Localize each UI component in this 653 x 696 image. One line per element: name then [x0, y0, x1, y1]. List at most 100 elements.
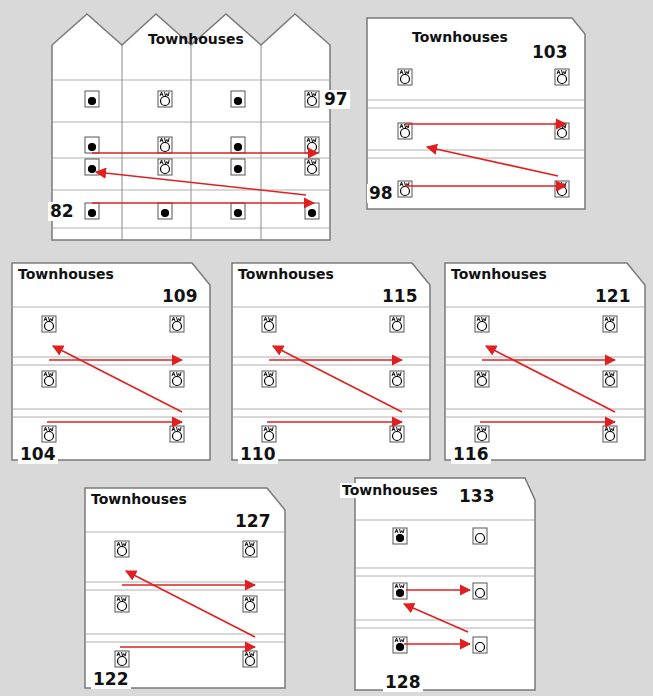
sequence-arrow	[122, 584, 255, 586]
floor-line	[86, 642, 284, 643]
floor-line	[86, 634, 284, 635]
unit-number: 115	[380, 287, 420, 306]
window-symbol	[158, 203, 172, 219]
window-symbol	[243, 651, 257, 667]
floor-line	[233, 357, 429, 358]
window-symbol	[262, 371, 276, 387]
window-symbol	[305, 203, 319, 219]
window-symbol	[603, 371, 617, 387]
aw-mark	[117, 652, 126, 656]
window-symbol	[158, 137, 172, 153]
building-outline	[232, 263, 430, 460]
floor-line	[356, 568, 534, 569]
aw-mark	[160, 92, 169, 96]
window-symbol	[170, 371, 184, 387]
window-symbol	[555, 69, 569, 85]
building-title: Townhouses	[148, 32, 244, 47]
unit-number: 133	[457, 487, 497, 506]
townhouse-building	[12, 263, 210, 460]
aw-mark	[395, 529, 404, 533]
window-symbol	[555, 181, 569, 197]
window-symbol	[85, 137, 99, 153]
floor-line	[356, 628, 534, 629]
sequence-arrow	[92, 152, 318, 154]
sequence-arrow	[405, 185, 566, 187]
aw-mark	[44, 317, 53, 321]
aw-mark	[605, 372, 614, 376]
window-symbol	[85, 203, 99, 219]
window-symbol	[231, 91, 245, 107]
floor-line	[368, 108, 584, 109]
sequence-arrow	[269, 359, 402, 361]
unit-number: 110	[238, 445, 278, 464]
unit-number: 109	[160, 287, 200, 306]
aw-mark	[172, 427, 181, 431]
window-symbol	[390, 426, 404, 442]
window-symbol	[398, 69, 412, 85]
window-symbol	[243, 541, 257, 557]
aw-mark	[117, 542, 126, 546]
window-symbol	[398, 181, 412, 197]
aw-mark	[160, 160, 169, 164]
floor-line	[446, 357, 644, 358]
sequence-arrow	[273, 346, 402, 412]
townhouse-building	[232, 263, 430, 460]
sequence-arrow	[126, 571, 255, 637]
window-symbol	[393, 637, 407, 653]
aw-mark	[44, 372, 53, 376]
townhouse-building	[52, 14, 330, 240]
window-symbol	[231, 203, 245, 219]
aw-mark	[245, 542, 254, 546]
townhouse-block: Townhouses133128	[355, 475, 535, 690]
building-outline	[85, 488, 285, 688]
floor-line	[13, 409, 209, 410]
window-symbol	[42, 371, 56, 387]
aw-mark	[245, 652, 254, 656]
sequence-arrow	[53, 346, 182, 412]
sequence-arrow	[406, 589, 470, 591]
sequence-arrow	[120, 646, 255, 648]
window-symbol	[262, 426, 276, 442]
floor-line	[86, 582, 284, 583]
window-symbol	[243, 596, 257, 612]
sequence-arrow	[404, 643, 470, 645]
window-symbol	[85, 91, 99, 107]
aw-mark	[395, 638, 404, 642]
aw-mark	[400, 70, 409, 74]
unit-number: 121	[593, 287, 633, 306]
window-symbol	[398, 123, 412, 139]
window-symbol	[603, 316, 617, 332]
sequence-arrow	[49, 359, 182, 361]
building-title: Townhouses	[18, 267, 114, 282]
aw-mark	[477, 317, 486, 321]
window-symbol	[393, 528, 407, 544]
aw-mark	[264, 317, 273, 321]
unit-number: 122	[91, 670, 131, 689]
window-symbol	[305, 137, 319, 153]
floor-line	[368, 100, 584, 101]
townhouse-block: Townhouses121116	[445, 257, 645, 462]
unit-number: 103	[530, 43, 570, 62]
sequence-arrow	[92, 202, 314, 204]
window-symbol	[42, 316, 56, 332]
floor-line	[446, 409, 644, 410]
aw-mark	[172, 317, 181, 321]
building-outline	[367, 18, 585, 209]
townhouse-building	[367, 18, 585, 209]
floor-line	[13, 357, 209, 358]
window-symbol	[115, 541, 129, 557]
window-symbol	[231, 137, 245, 153]
aw-mark	[392, 427, 401, 431]
unit-number: 128	[383, 673, 423, 692]
aw-mark	[605, 317, 614, 321]
window-symbol	[305, 159, 319, 175]
building-title: Townhouses	[340, 483, 440, 498]
townhouse-building	[445, 263, 645, 460]
aw-mark	[477, 427, 486, 431]
unit-divider	[191, 45, 192, 240]
aw-mark	[172, 372, 181, 376]
window-symbol	[473, 637, 487, 653]
floor-line	[13, 365, 209, 366]
window-symbol	[42, 426, 56, 442]
floor-line	[446, 417, 644, 418]
